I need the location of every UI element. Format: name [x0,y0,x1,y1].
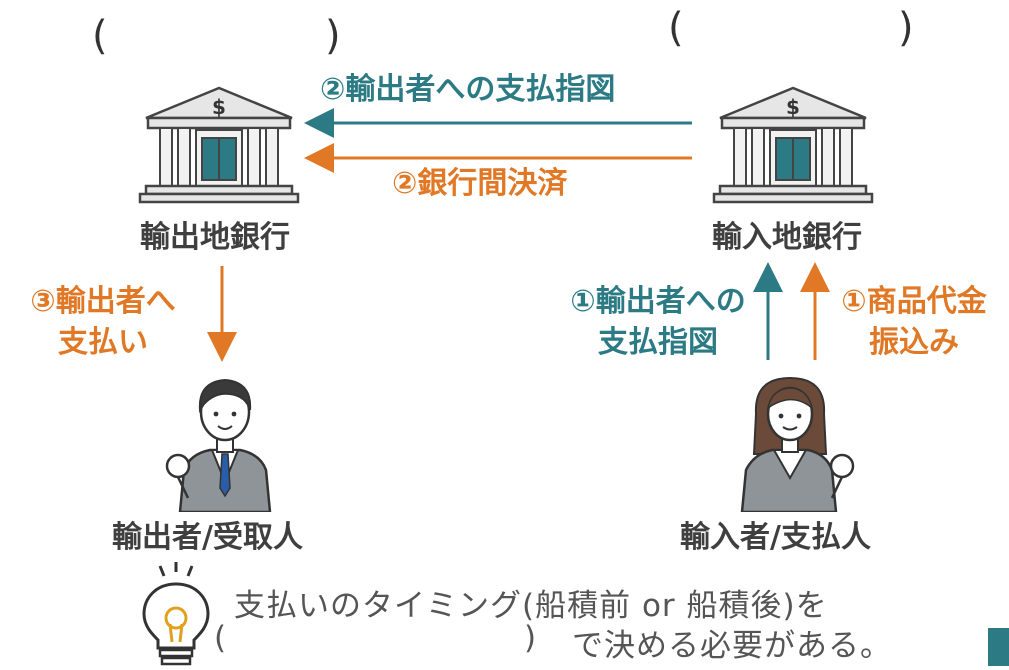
label-importer-instruction-line2: 支払指図 [598,324,718,360]
exporter-label: 輸出者/受取人 [112,520,303,555]
lightbulb-icon [136,562,216,666]
note-line1: 支払いのタイミング(船積前 or 船積後)を [234,588,828,624]
blank-right-close: ) [898,5,914,51]
blank-right-open: ( [668,5,684,51]
dollar-sign: $ [212,95,226,119]
label-pay-exporter: ③輸出者へ 支払い [8,282,198,363]
importer-bank-label: 輸入地銀行 [712,220,862,255]
blank-left-open: ( [92,13,108,59]
label-importer-instruction-line1: ①輸出者への [570,284,746,319]
label-interbank-settlement: ②銀行間決済 [392,166,568,201]
label-goods-payment-transfer-line2: 振込み [869,324,959,360]
note-line2: で決める必要がある。 [572,628,892,664]
label-pay-exporter-line1: ③輸出者へ [30,284,176,319]
label-payment-instruction-between-banks: ②輸出者への支払指図 [320,72,616,107]
page-number-box [988,628,1009,666]
exporter-man-icon [160,370,290,514]
blank-left-close: ) [325,13,341,59]
exporter-bank-label: 輸出地銀行 [140,220,290,255]
importer-woman-icon [720,370,860,514]
label-importer-instruction: ①輸出者への 支払指図 [560,282,756,363]
label-pay-exporter-line2: 支払い [58,324,148,360]
label-goods-payment-transfer: ①商品代金 振込み [824,282,1004,363]
dollar-sign: $ [786,95,800,119]
label-goods-payment-transfer-line1: ①商品代金 [841,284,987,319]
importer-bank-icon: $ [712,84,874,206]
importer-label: 輸入者/支払人 [680,520,871,555]
exporter-bank-icon: $ [138,84,300,206]
note-blank-open: ( [214,620,228,656]
note-blank-close: ) [524,620,538,656]
